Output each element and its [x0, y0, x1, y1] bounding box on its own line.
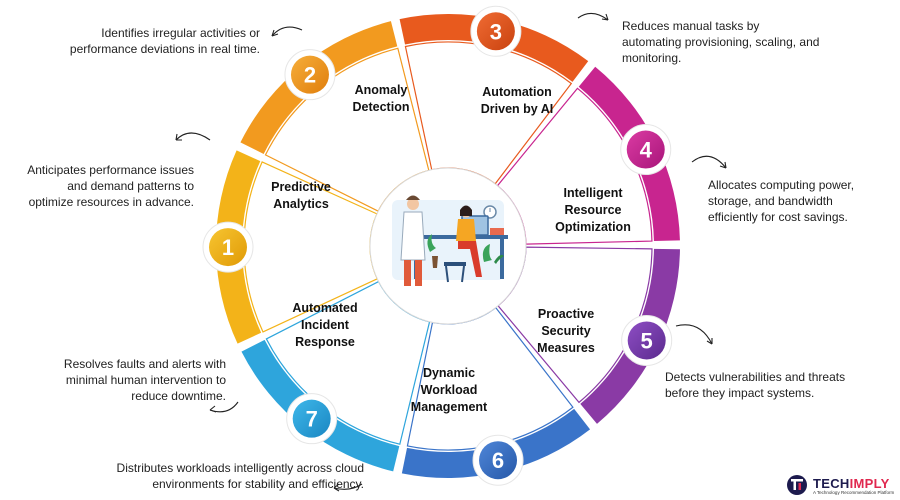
- number-badge-text-3: 3: [490, 19, 502, 44]
- segment-band-5: [580, 248, 680, 424]
- number-badge-text-4: 4: [640, 138, 653, 163]
- number-badge-4: [626, 130, 665, 169]
- segment-label-2: Anomaly Detection: [352, 83, 410, 114]
- number-badge-1: [209, 228, 248, 267]
- brand-name: TECHIMPLY: [813, 476, 890, 491]
- segment-label-7: Automated Incident Response: [292, 301, 358, 349]
- center-ring: [369, 167, 527, 325]
- segment-label-1: Predictive Analytics: [271, 180, 331, 211]
- diagram-wedges: 1 2 3 4 5 6 7: [202, 5, 680, 486]
- arrow-2: [271, 26, 303, 37]
- arrow-5: [675, 324, 713, 345]
- description-1: Anticipates performance issues and deman…: [27, 163, 194, 209]
- number-badge-text-1: 1: [222, 235, 234, 260]
- arrow-3: [577, 12, 609, 21]
- brand-tagline: A Technology Recommendation Platform: [813, 490, 895, 495]
- number-badge-6: [479, 441, 518, 480]
- segment-band-6: [401, 408, 591, 478]
- number-badge-text-2: 2: [304, 63, 316, 88]
- arrow-4: [691, 155, 727, 169]
- arrow-1: [175, 132, 211, 141]
- brand-logo: TECHIMPLY A Technology Recommendation Pl…: [786, 472, 900, 498]
- description-6: Distributes workloads intelligently acro…: [116, 461, 364, 491]
- arrow-6: [333, 483, 363, 490]
- segment-band-3: [399, 14, 589, 82]
- number-badge-2: [290, 55, 329, 94]
- segment-label-5: Proactive Security Measures: [537, 307, 595, 355]
- number-badge-3: [476, 12, 515, 51]
- number-badge-7: [292, 399, 331, 438]
- description-2: Identifies irregular activities or perfo…: [69, 26, 260, 56]
- team-at-desk-illustration: [392, 195, 508, 286]
- segment-band-7: [241, 339, 400, 472]
- description-3: Reduces manual tasks by automating provi…: [622, 19, 820, 65]
- number-badge-text-6: 6: [492, 448, 504, 473]
- ti-logo-icon: [787, 475, 807, 495]
- segment-band-4: [578, 66, 680, 242]
- number-badge-text-7: 7: [306, 407, 318, 432]
- callout-arrows: [175, 12, 727, 492]
- segment-label-3: Automation Driven by AI: [480, 85, 554, 116]
- description-7: Resolves faults and alerts with minimal …: [63, 357, 226, 403]
- segment-label-4: Intelligent Resource Optimization: [555, 186, 631, 234]
- segment-label-6: Dynamic Workload Management: [410, 366, 488, 414]
- segment-band-2: [240, 21, 398, 154]
- number-badge-5: [627, 321, 666, 360]
- number-badge-text-5: 5: [641, 328, 653, 353]
- description-4: Allocates computing power, storage, and …: [708, 178, 855, 224]
- description-5: Detects vulnerabilities and threats befo…: [665, 370, 846, 400]
